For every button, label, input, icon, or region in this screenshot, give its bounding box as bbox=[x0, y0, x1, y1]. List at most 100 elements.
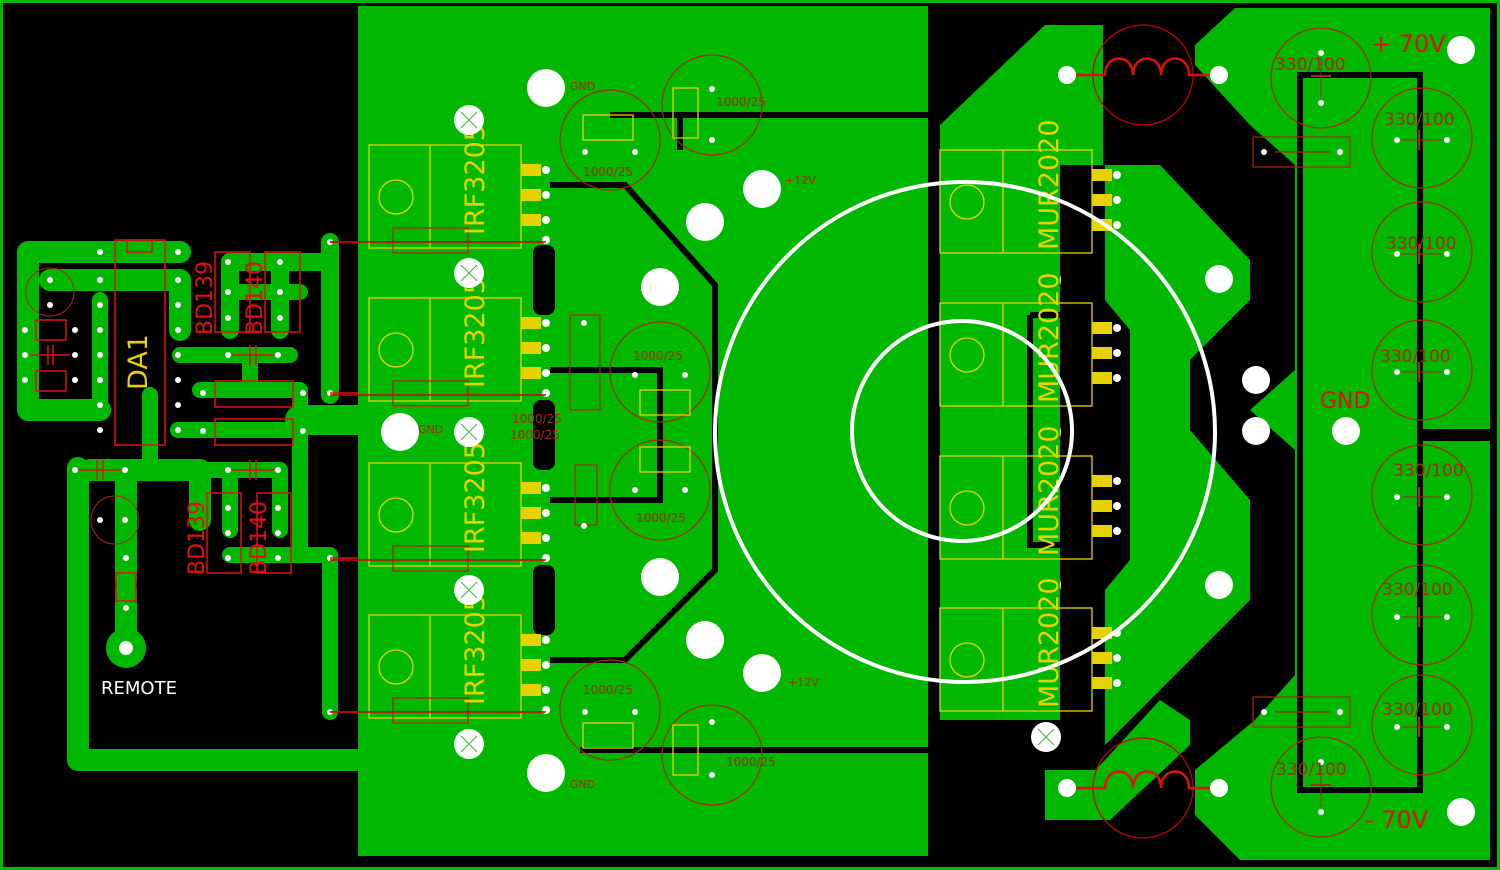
mosfet-pad bbox=[542, 484, 550, 492]
output-isolation bbox=[1027, 72, 1495, 793]
cap-label-c2: 1000/25 bbox=[716, 95, 766, 109]
diode-lead bbox=[1092, 525, 1112, 537]
mosfet-pad bbox=[542, 191, 550, 199]
output-capacitor-label: 330/100 bbox=[1275, 55, 1346, 75]
inductor-top bbox=[1058, 24, 1228, 126]
output-capacitor-label: 330/100 bbox=[1393, 461, 1464, 481]
output-capacitor-label: 330/100 bbox=[1382, 580, 1453, 600]
mosfet-lead bbox=[521, 532, 541, 544]
control-silk bbox=[25, 239, 370, 713]
diode-pad bbox=[1113, 196, 1121, 204]
v12-label-bottom: +12V bbox=[788, 676, 819, 689]
output-capacitor-5: 330/100 bbox=[1371, 444, 1473, 546]
mosfet-lead bbox=[521, 507, 541, 519]
mosfet-lead bbox=[521, 164, 541, 176]
diode-4: MUR2020 bbox=[939, 577, 1121, 712]
diode-lead bbox=[1092, 475, 1112, 487]
output-capacitor-4: 330/100 bbox=[1371, 319, 1473, 421]
cap-label-c8: 1000/25 bbox=[726, 755, 776, 769]
diode-lead bbox=[1092, 500, 1112, 512]
gnd-label-bottom: GND bbox=[570, 778, 595, 791]
ic-label: DA1 bbox=[123, 334, 154, 390]
mosfet-pad bbox=[542, 661, 550, 669]
mosfet-lead bbox=[521, 342, 541, 354]
transistor-label-q3: BD139 bbox=[185, 501, 210, 575]
mosfet-3: IRF3205 bbox=[330, 442, 550, 572]
mosfet-pad bbox=[542, 216, 550, 224]
mosfet-pad bbox=[542, 319, 550, 327]
diode-3: MUR2020 bbox=[939, 425, 1121, 560]
diode-pad bbox=[1113, 171, 1121, 179]
mosfet-lead bbox=[521, 482, 541, 494]
diode-pad bbox=[1113, 527, 1121, 535]
mosfet-pad bbox=[542, 509, 550, 517]
output-capacitor-8: 330/100 bbox=[1270, 736, 1372, 838]
diode-lead bbox=[1092, 677, 1112, 689]
diode-pad bbox=[1113, 654, 1121, 662]
cap-label-c6: 1000/25 bbox=[636, 511, 686, 525]
output-capacitor-2: 330/100 bbox=[1371, 87, 1473, 189]
transformer-outer-outline bbox=[713, 180, 1217, 684]
mosfet-1: IRF3205 bbox=[330, 124, 550, 254]
cap-label-c7: 1000/25 bbox=[583, 683, 633, 697]
diode-lead bbox=[1092, 169, 1112, 181]
mosfet-pad bbox=[542, 369, 550, 377]
output-film-caps bbox=[1252, 136, 1351, 728]
gate-resistor bbox=[392, 697, 469, 724]
diode-lead bbox=[1092, 322, 1112, 334]
transformer-inner-outline bbox=[850, 319, 1074, 543]
mounting-hole bbox=[454, 575, 484, 605]
mosfet-label: IRF3205 bbox=[460, 124, 491, 235]
mosfet-label: IRF3205 bbox=[460, 277, 491, 388]
output-capacitor-6: 330/100 bbox=[1371, 564, 1473, 666]
mosfet-pad bbox=[542, 344, 550, 352]
output-negative-label: - 70V bbox=[1365, 806, 1429, 834]
input-cap-silk bbox=[582, 87, 699, 776]
transistor-label-q4: BD140 bbox=[247, 501, 272, 575]
input-cap-pads bbox=[581, 86, 715, 778]
mosfet-pad bbox=[542, 686, 550, 694]
mounting-hole bbox=[454, 105, 484, 135]
mosfet-lead bbox=[521, 214, 541, 226]
v12-label-top: +12V bbox=[785, 174, 816, 187]
cap-label-c1: 1000/25 bbox=[583, 165, 633, 179]
cap-label-c3: 1000/25 bbox=[633, 349, 683, 363]
gnd-label-mid: GND bbox=[418, 423, 443, 436]
control-pads bbox=[22, 239, 333, 715]
mosfet-pad bbox=[542, 534, 550, 542]
mosfet-lead bbox=[521, 659, 541, 671]
output-capacitor-label: 330/100 bbox=[1382, 700, 1453, 720]
mosfet-lead bbox=[521, 634, 541, 646]
output-capacitor-label: 330/100 bbox=[1384, 110, 1455, 130]
cap-label-c4: 1000/25 bbox=[512, 412, 562, 426]
diode-pad bbox=[1113, 324, 1121, 332]
mosfet-4: IRF3205 bbox=[330, 594, 550, 724]
diode-lead bbox=[1092, 347, 1112, 359]
gnd-label-top: GND bbox=[570, 80, 595, 93]
mosfet-pad bbox=[542, 166, 550, 174]
output-capacitor-7: 330/100 bbox=[1371, 674, 1473, 776]
diode-label: MUR2020 bbox=[1034, 577, 1065, 708]
mounting-hole bbox=[454, 729, 484, 759]
mounting-hole bbox=[454, 258, 484, 288]
mosfet-lead bbox=[521, 189, 541, 201]
diode-pad bbox=[1113, 221, 1121, 229]
mounting-hole bbox=[1031, 722, 1061, 752]
diode-lead bbox=[1092, 652, 1112, 664]
gate-resistor bbox=[392, 380, 469, 407]
output-capacitor-label: 330/100 bbox=[1386, 234, 1457, 254]
output-capacitor-1: 330/100 bbox=[1270, 27, 1372, 129]
diode-1: MUR2020 bbox=[939, 119, 1121, 254]
output-capacitor-3: 330/100 bbox=[1371, 201, 1473, 303]
cap-label-c5: 1000/25 bbox=[510, 428, 560, 442]
output-terminal-holes[interactable] bbox=[1205, 36, 1475, 826]
remote-label: REMOTE bbox=[101, 678, 177, 699]
input-terminal-holes[interactable] bbox=[381, 69, 781, 792]
mosfet-2: IRF3205 bbox=[330, 277, 550, 407]
inductor-bottom bbox=[1058, 737, 1228, 839]
gate-resistor bbox=[392, 227, 469, 254]
output-film-cap-pads bbox=[1261, 149, 1343, 715]
transistor-label-q1: BD139 bbox=[193, 261, 218, 335]
mosfet-drain-cutouts bbox=[533, 245, 555, 635]
